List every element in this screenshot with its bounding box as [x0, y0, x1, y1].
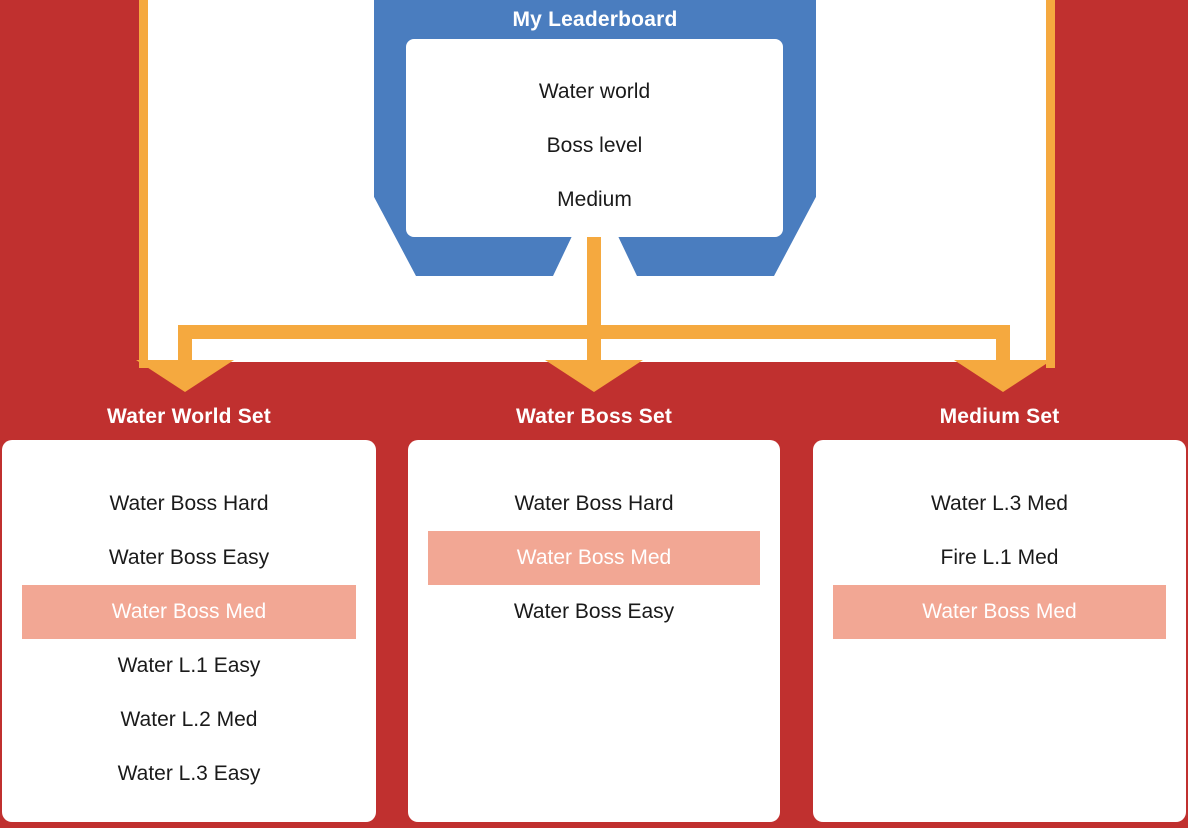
set-list-item[interactable]: Water Boss Easy: [108, 546, 270, 569]
set-card-water-world: Water Boss Hard Water Boss Easy Water Bo…: [2, 440, 376, 822]
set-list-item[interactable]: Fire L.1 Med: [940, 546, 1059, 569]
set-list-item[interactable]: Water L.2 Med: [120, 708, 258, 731]
set-list-item[interactable]: Water Boss Hard: [109, 492, 269, 515]
connector-rail-center-top: [587, 231, 601, 325]
connector-drop-left: [178, 325, 192, 368]
set-list-item-highlighted[interactable]: Water Boss Med: [833, 585, 1166, 639]
connector-drop-right: [996, 325, 1010, 368]
leaderboard-row: Boss level: [546, 134, 643, 157]
set-header-water-boss: Water Boss Set: [515, 405, 673, 428]
set-list-item-highlighted[interactable]: Water Boss Med: [428, 531, 760, 585]
set-list-item[interactable]: Water L.1 Easy: [117, 654, 261, 677]
leaderboard-card: Water world Boss level Medium: [406, 39, 783, 237]
arrow-head-center-icon: [545, 360, 643, 392]
leaderboard-row: Medium: [557, 188, 632, 211]
set-list-item[interactable]: Water Boss Easy: [513, 600, 675, 623]
connector-drop-center: [587, 325, 601, 368]
leaderboard-title: My Leaderboard: [512, 8, 678, 31]
arrow-head-left-icon: [136, 360, 234, 392]
set-card-water-boss: Water Boss Hard Water Boss Med Water Bos…: [408, 440, 780, 822]
connector-rail-left-edge: [139, 0, 148, 368]
set-header-water-world: Water World Set: [106, 405, 272, 428]
arrow-head-right-icon: [954, 360, 1052, 392]
set-list-item[interactable]: Water Boss Hard: [514, 492, 674, 515]
set-header-medium: Medium Set: [939, 405, 1060, 428]
set-card-medium: Water L.3 Med Fire L.1 Med Water Boss Me…: [813, 440, 1186, 822]
set-list-item[interactable]: Water L.3 Easy: [117, 762, 261, 785]
set-list-item-highlighted[interactable]: Water Boss Med: [22, 585, 356, 639]
set-list-item[interactable]: Water L.3 Med: [931, 492, 1068, 515]
leaderboard-row: Water world: [538, 80, 651, 103]
connector-rail-right-edge: [1046, 0, 1055, 368]
